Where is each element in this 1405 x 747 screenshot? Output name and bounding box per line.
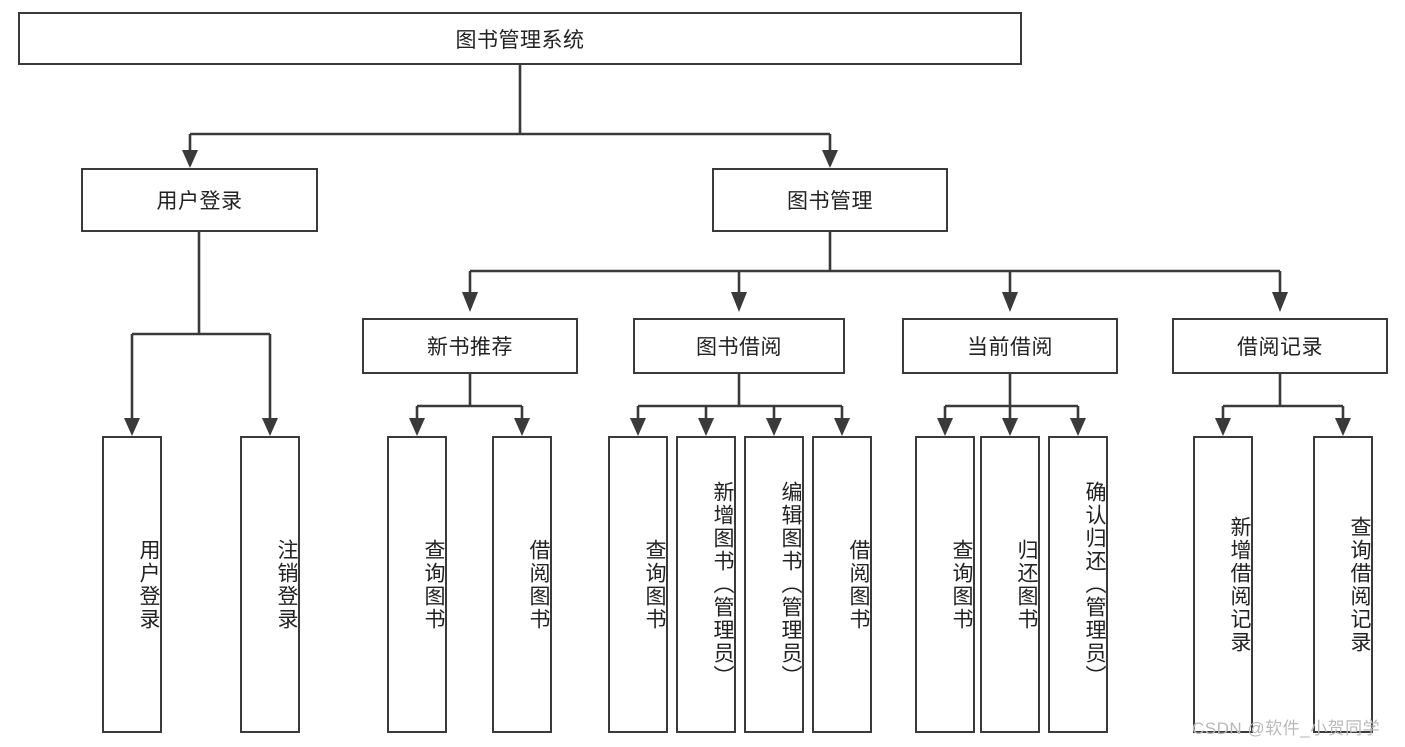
- leaf-query-book[interactable]: 查询图书: [608, 436, 668, 733]
- leaf-confirm-return-admin[interactable]: 确认归还（管理员）: [1048, 436, 1108, 733]
- arrowhead-newbook-l1: [409, 418, 425, 436]
- node-user-login-label: 用户登录: [156, 190, 243, 213]
- leaf-borrow-book[interactable]: 借阅图书: [812, 436, 872, 733]
- leaf-add-book-admin[interactable]: 新增图书（管理员）: [676, 436, 736, 733]
- arrowhead-borrowrecord-l1: [1215, 418, 1231, 436]
- leaf-user-login-label: 用户登录: [137, 538, 160, 631]
- leaf-return-book[interactable]: 归还图书: [980, 436, 1040, 733]
- arrowhead-newbook: [462, 292, 478, 312]
- node-root-system[interactable]: 图书管理系统: [18, 12, 1022, 65]
- leaf-return-book-label: 归还图书: [1015, 538, 1038, 631]
- arrowhead-bookborrow-l1: [630, 418, 646, 436]
- leaf-user-login[interactable]: 用户登录: [102, 436, 162, 733]
- node-root-system-label: 图书管理系统: [455, 28, 585, 52]
- node-book-borrow-label: 图书借阅: [696, 336, 782, 359]
- arrowhead-userlogin: [182, 150, 198, 168]
- arrowhead-user-login-leaf: [124, 418, 140, 436]
- arrowhead-currentborrow-l2: [1002, 418, 1018, 436]
- leaf-query-borrow-record-label: 查询借阅记录: [1348, 515, 1371, 654]
- arrowhead-borrowrecord: [1272, 292, 1288, 312]
- leaf-query-book-recommend[interactable]: 查询图书: [387, 436, 447, 733]
- node-current-borrow-label: 当前借阅: [967, 336, 1053, 359]
- leaf-edit-book-admin[interactable]: 编辑图书（管理员）: [744, 436, 804, 733]
- arrowhead-currentborrow-l1: [937, 418, 953, 436]
- arrowhead-bookborrow-l3: [766, 418, 782, 436]
- node-borrow-records[interactable]: 借阅记录: [1172, 318, 1388, 374]
- leaf-logout-label: 注销登录: [275, 538, 298, 631]
- node-book-management-label: 图书管理: [787, 190, 873, 213]
- arrowhead-logout-leaf: [262, 418, 278, 436]
- arrowhead-bookborrow: [731, 292, 747, 312]
- arrowhead-bookmgmt: [822, 150, 838, 168]
- node-book-management[interactable]: 图书管理: [712, 168, 948, 232]
- leaf-query-book-current-label: 查询图书: [950, 538, 973, 631]
- node-user-login[interactable]: 用户登录: [81, 168, 318, 232]
- leaf-logout[interactable]: 注销登录: [240, 436, 300, 733]
- arrowhead-currentborrow-l3: [1070, 418, 1086, 436]
- leaf-query-borrow-record[interactable]: 查询借阅记录: [1313, 436, 1373, 733]
- leaf-edit-book-admin-label: 编辑图书（管理员）: [779, 481, 802, 688]
- watermark-text: CSDN @软件_小贺同学: [1192, 719, 1381, 738]
- arrowhead-borrowrecord-l2: [1335, 418, 1351, 436]
- leaf-query-book-label: 查询图书: [643, 538, 666, 631]
- leaf-add-borrow-record-label: 新增借阅记录: [1228, 515, 1251, 654]
- arrowhead-currentborrow: [1002, 292, 1018, 312]
- node-book-borrow[interactable]: 图书借阅: [633, 318, 845, 374]
- node-new-book-recommend[interactable]: 新书推荐: [362, 318, 578, 374]
- leaf-borrow-book-recommend-label: 借阅图书: [527, 538, 550, 631]
- leaf-borrow-book-label: 借阅图书: [847, 538, 870, 631]
- arrowhead-bookborrow-l2: [698, 418, 714, 436]
- leaf-query-book-recommend-label: 查询图书: [422, 538, 445, 631]
- leaf-add-borrow-record[interactable]: 新增借阅记录: [1193, 436, 1253, 733]
- leaf-borrow-book-recommend[interactable]: 借阅图书: [492, 436, 552, 733]
- node-new-book-recommend-label: 新书推荐: [427, 336, 513, 359]
- node-current-borrow[interactable]: 当前借阅: [902, 318, 1118, 374]
- leaf-add-book-admin-label: 新增图书（管理员）: [711, 481, 734, 688]
- leaf-confirm-return-admin-label: 确认归还（管理员）: [1083, 481, 1106, 688]
- node-borrow-records-label: 借阅记录: [1237, 336, 1323, 359]
- arrowhead-newbook-l2: [514, 418, 530, 436]
- leaf-query-book-current[interactable]: 查询图书: [915, 436, 975, 733]
- arrowhead-bookborrow-l4: [834, 418, 850, 436]
